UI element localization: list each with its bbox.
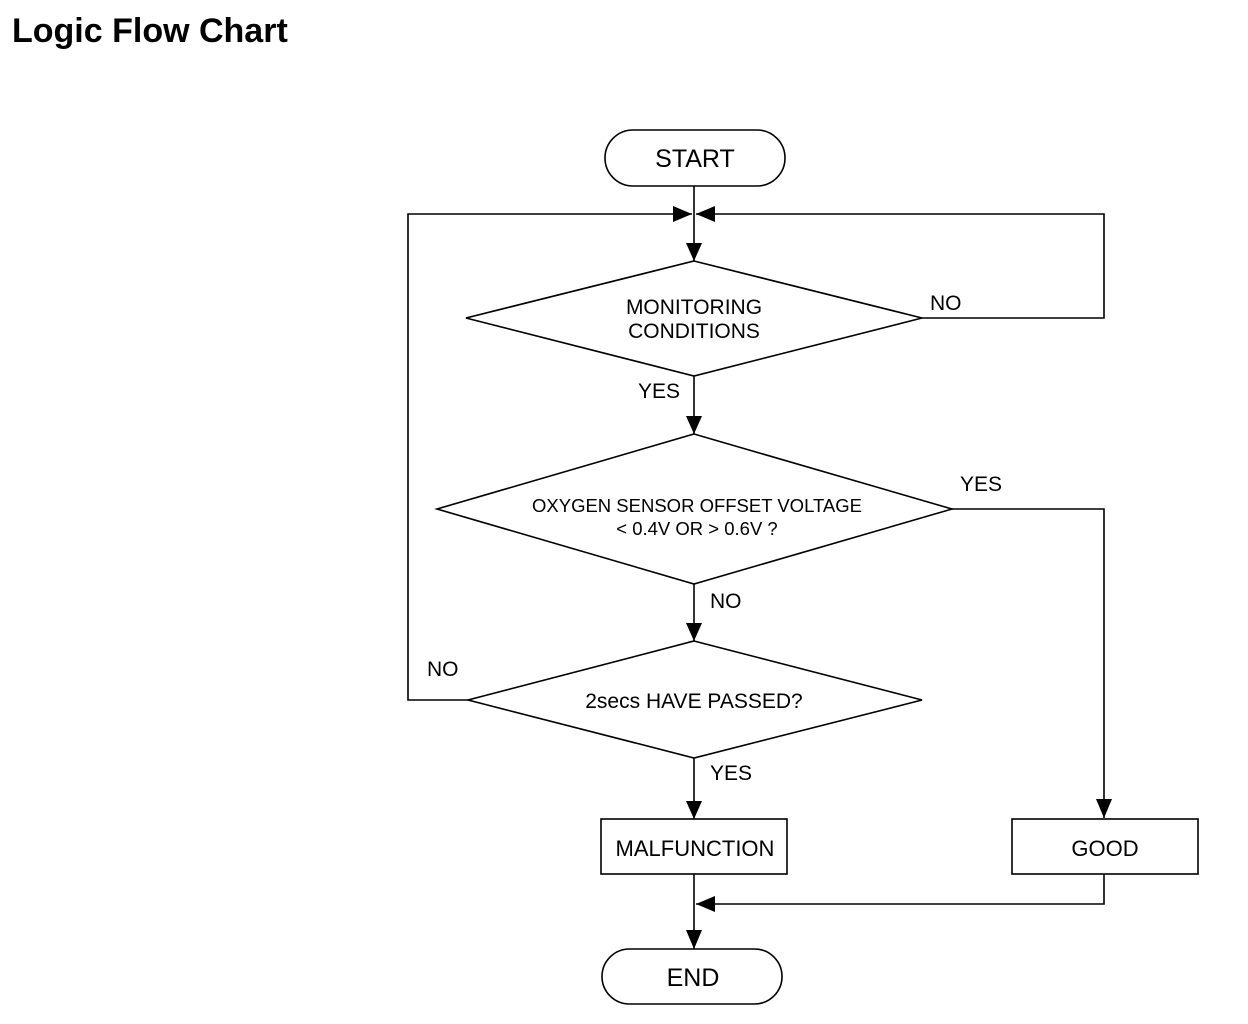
connector-good-to-end <box>696 874 1105 905</box>
offset-label-line1: OXYGEN SENSOR OFFSET VOLTAGE <box>532 495 862 516</box>
malfunction-label: MALFUNCTION <box>616 836 775 861</box>
timer-yes-label: YES <box>710 762 752 785</box>
monitoring-decision: MONITORING CONDITIONS <box>465 260 923 377</box>
end-shape <box>601 948 783 1005</box>
arrow-into-end <box>686 930 702 949</box>
arrow-good-join <box>696 896 715 912</box>
connector-offset-yes-to-good <box>952 508 1105 818</box>
timer-label: 2secs HAVE PASSED? <box>585 690 802 713</box>
connector-timer-no-loop <box>407 213 692 701</box>
offset-no-label: NO <box>710 590 742 613</box>
start-terminator: START <box>604 129 786 187</box>
page-title: Logic Flow Chart <box>12 12 288 50</box>
timer-no-label: NO <box>427 658 459 681</box>
offset-yes-label: YES <box>960 473 1002 496</box>
start-label: START <box>655 145 735 173</box>
end-label: END <box>667 964 720 992</box>
arrow-into-monitoring <box>686 243 702 261</box>
offset-voltage-decision: OXYGEN SENSOR OFFSET VOLTAGE < 0.4V OR >… <box>434 433 955 585</box>
arrow-into-malfunction <box>686 801 702 819</box>
arrow-loop-left <box>673 206 692 222</box>
good-box: GOOD <box>1011 818 1199 875</box>
monitoring-no-label: NO <box>930 292 962 315</box>
monitoring-label-line2: CONDITIONS <box>628 320 760 343</box>
good-shape <box>1011 818 1199 875</box>
arrow-into-good <box>1096 799 1112 818</box>
start-shape <box>604 129 786 187</box>
arrow-loop-right <box>696 206 715 222</box>
monitoring-yes-label: YES <box>638 380 680 403</box>
monitoring-label-line1: MONITORING <box>626 296 762 319</box>
timer-decision: 2secs HAVE PASSED? <box>464 640 923 759</box>
connector-monitoring-no-loop <box>696 213 1105 319</box>
arrow-into-offset <box>686 416 702 434</box>
good-label: GOOD <box>1071 836 1138 861</box>
malfunction-box: MALFUNCTION <box>600 818 788 875</box>
malfunction-shape <box>600 818 788 875</box>
end-terminator: END <box>601 948 783 1005</box>
offset-label-line2: < 0.4V OR > 0.6V ? <box>616 518 777 539</box>
arrow-into-timer <box>686 623 702 641</box>
